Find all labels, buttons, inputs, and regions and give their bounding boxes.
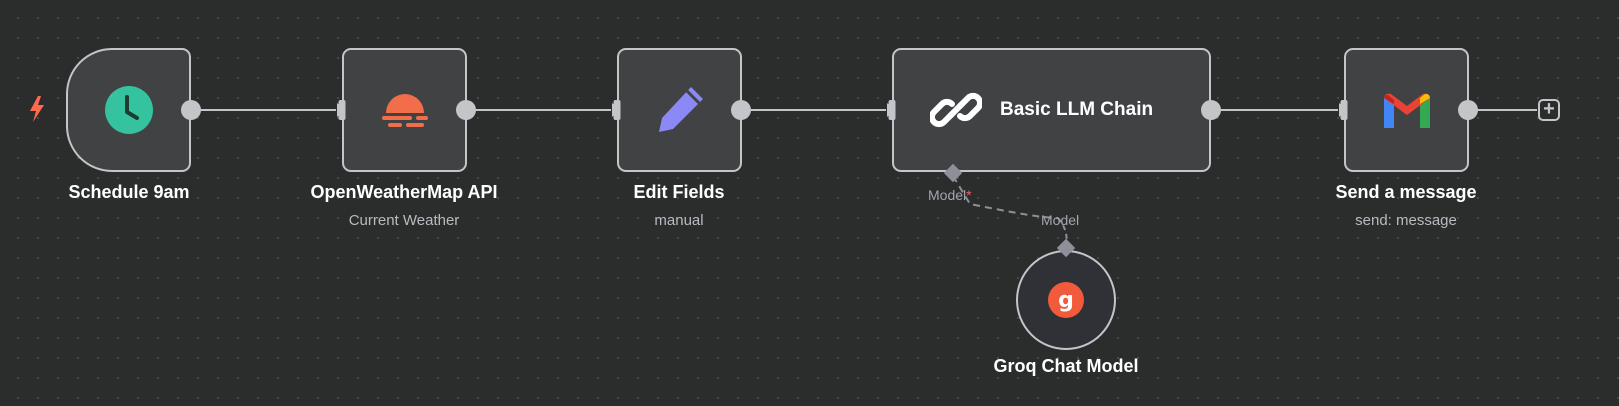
trigger-bolt-icon bbox=[30, 96, 44, 122]
gmail-title: Send a message bbox=[1335, 182, 1477, 202]
edit-output-handle[interactable] bbox=[731, 100, 751, 120]
model-wire-end bbox=[1057, 217, 1068, 245]
edit-fields-node[interactable] bbox=[617, 48, 742, 172]
llm-title: Basic LLM Chain bbox=[1000, 99, 1154, 120]
groq-icon: g bbox=[1048, 282, 1084, 318]
weather-title: OpenWeatherMap API bbox=[310, 182, 498, 202]
sunrise-icon bbox=[381, 94, 428, 127]
gmail-icon bbox=[1383, 93, 1430, 128]
edit-subtitle: manual bbox=[654, 212, 704, 229]
model-connection-label: Model bbox=[1041, 212, 1080, 228]
weather-output-handle[interactable] bbox=[456, 100, 476, 120]
link-icon bbox=[930, 92, 982, 128]
gmail-input-handle[interactable] bbox=[1340, 100, 1348, 120]
gmail-subtitle: send: message bbox=[1355, 212, 1457, 229]
edit-title: Edit Fields bbox=[633, 182, 725, 202]
llm-chain-node[interactable]: Basic LLM Chain bbox=[892, 48, 1211, 172]
svg-text:g: g bbox=[1058, 288, 1074, 313]
clock-icon bbox=[104, 86, 153, 134]
add-node-button[interactable]: + bbox=[1538, 99, 1560, 121]
weather-input-handle[interactable] bbox=[338, 100, 346, 120]
schedule-node[interactable] bbox=[66, 48, 191, 172]
gmail-node[interactable] bbox=[1344, 48, 1469, 172]
llm-output-handle[interactable] bbox=[1201, 100, 1221, 120]
pencil-icon bbox=[658, 87, 703, 132]
model-input-label: Model* bbox=[928, 187, 972, 203]
llm-input-handle[interactable] bbox=[888, 100, 896, 120]
schedule-title: Schedule 9am bbox=[68, 182, 190, 202]
groq-title: Groq Chat Model bbox=[993, 356, 1139, 376]
weather-subtitle: Current Weather bbox=[348, 212, 460, 229]
openweathermap-node[interactable] bbox=[342, 48, 467, 172]
model-wire bbox=[952, 175, 1059, 219]
edit-input-handle[interactable] bbox=[613, 100, 621, 120]
groq-chat-model-node[interactable]: g bbox=[1016, 250, 1116, 350]
gmail-output-handle[interactable] bbox=[1458, 100, 1478, 120]
schedule-output-handle[interactable] bbox=[181, 100, 201, 120]
